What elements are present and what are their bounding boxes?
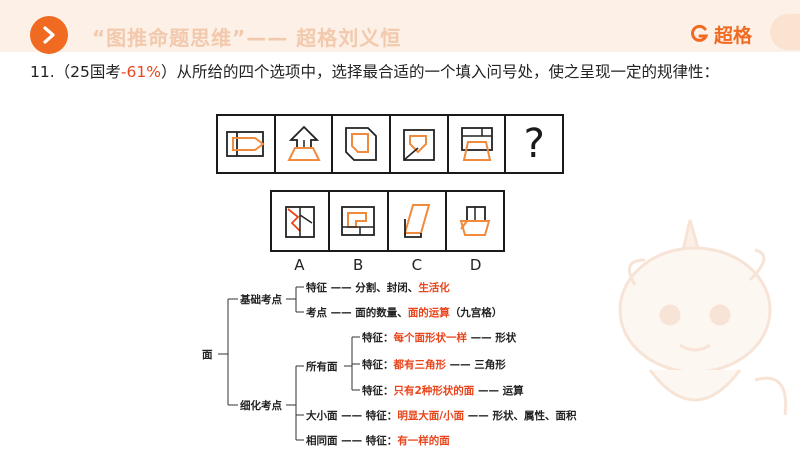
all-faces-row-3-highlight: 只有2种形状的面 xyxy=(393,385,475,397)
branch-detail-label: 细化考点 xyxy=(240,400,282,412)
option-labels: A B C D xyxy=(270,256,505,274)
same-faces-highlight: 有一样的面 xyxy=(397,435,450,447)
sequence-figure-4 xyxy=(391,116,449,172)
option-d-figure[interactable] xyxy=(447,192,503,250)
all-faces-row-1-suffix: —— 形状 xyxy=(467,332,517,344)
question-accuracy: -61% xyxy=(120,63,161,81)
question-source-prefix: （25国考 xyxy=(54,63,121,81)
branch-basic-label: 基础考点 xyxy=(240,294,282,306)
basic-points-row: 考点 —— 面的数量、面的运算（九宫格） xyxy=(306,305,502,320)
question-mark-cell: ? xyxy=(506,116,562,172)
square-arrow-figure xyxy=(402,129,435,161)
sub-size-faces-row: 大小面 —— 特征：明显大面/小面 —— 形状、属性、面积 xyxy=(306,408,576,423)
unicorn-mascot-watermark xyxy=(618,219,788,416)
next-button[interactable] xyxy=(30,16,68,54)
basic-points-suffix: （九宫格） xyxy=(449,307,503,319)
all-faces-row-2-prefix: 特征： xyxy=(362,359,394,371)
option-b-figure[interactable] xyxy=(330,192,389,250)
chevron-right-icon xyxy=(43,26,55,44)
size-faces-label: 大小面 xyxy=(306,410,338,422)
option-c-figure[interactable] xyxy=(389,192,447,250)
brand-pill xyxy=(770,14,800,50)
question-number: 11. xyxy=(30,63,55,81)
sequence-figure-2 xyxy=(276,116,334,172)
basic-features-highlight: 生活化 xyxy=(418,282,450,294)
size-faces-highlight: 明显大面/小面 xyxy=(397,410,465,422)
folded-square-figure xyxy=(345,127,378,161)
sub-same-faces-row: 相同面 —— 特征：有一样的面 xyxy=(306,433,450,448)
option-b-shape xyxy=(341,206,376,236)
same-faces-label: 相同面 xyxy=(306,435,338,447)
all-faces-row-1-highlight: 每个面形状一样 xyxy=(393,332,468,344)
mindmap-connectors xyxy=(218,286,360,441)
arrow-trapezoid-figure xyxy=(286,125,321,161)
brand-g-icon xyxy=(691,24,709,42)
banner-title: “图推命题思维”—— 超格刘义恒 xyxy=(92,26,402,50)
all-faces-row-1-prefix: 特征： xyxy=(362,332,394,344)
option-a-figure[interactable] xyxy=(272,192,331,250)
option-a-label[interactable]: A xyxy=(294,256,305,274)
concept-mindmap: 面 基础考点 特征 —— 分割、封闭、生活化 考点 —— 面的数量、面的运算（九… xyxy=(200,279,585,449)
all-faces-row-2-suffix: —— 三角形 xyxy=(446,359,506,371)
question-mark: ? xyxy=(523,121,545,167)
basic-points-highlight: 面的运算 xyxy=(407,307,450,319)
all-faces-row-2: 特征：都有三角形 —— 三角形 xyxy=(362,357,506,372)
all-faces-row-2-highlight: 都有三角形 xyxy=(393,359,447,371)
puzzle-figure: ? xyxy=(200,104,585,450)
sequence-figure-5 xyxy=(449,116,507,172)
question-source-suffix: ） xyxy=(160,63,177,81)
question-text: 11.（25国考-61%）从所给的四个选项中，选择最合适的一个填入问号处，使之呈… xyxy=(30,60,719,82)
mindmap-root: 面 xyxy=(202,349,213,361)
option-c-shape xyxy=(403,204,430,238)
header-banner xyxy=(0,0,800,52)
all-faces-row-1: 特征：每个面形状一样 —— 形状 xyxy=(362,330,516,345)
brand-name: 超格 xyxy=(714,24,753,47)
size-faces-prefix: —— 特征： xyxy=(337,410,398,422)
box-trapezoid-figure xyxy=(460,127,493,161)
same-faces-prefix: —— 特征： xyxy=(337,435,398,447)
sequence-figure-3 xyxy=(333,116,392,172)
sequence-figure-1 xyxy=(218,116,276,172)
basic-features-row: 特征 —— 分割、封闭、生活化 xyxy=(306,280,450,295)
all-faces-row-3-suffix: —— 运算 xyxy=(474,385,524,397)
option-a-shape xyxy=(285,206,316,238)
option-d-label[interactable]: D xyxy=(469,256,482,274)
basic-points-prefix: 考点 —— 面的数量、 xyxy=(306,307,408,319)
size-faces-suffix: —— 形状、属性、面积 xyxy=(464,410,577,422)
option-c-label[interactable]: C xyxy=(411,256,423,274)
brand-logo: 超格 xyxy=(690,20,752,48)
sub-all-faces-label: 所有面 xyxy=(306,361,338,373)
sequence-row: ? xyxy=(216,114,564,174)
all-faces-row-3-prefix: 特征： xyxy=(362,385,394,397)
option-d-shape xyxy=(459,206,491,236)
box-arrow-figure xyxy=(225,131,265,157)
option-b-label[interactable]: B xyxy=(352,256,364,274)
all-faces-row-3: 特征：只有2种形状的面 —— 运算 xyxy=(362,383,524,398)
question-prompt: 从所给的四个选项中，选择最合适的一个填入问号处，使之呈现一定的规律性： xyxy=(176,63,719,81)
options-row xyxy=(270,190,505,252)
basic-features-prefix: 特征 —— 分割、封闭、 xyxy=(306,282,419,294)
